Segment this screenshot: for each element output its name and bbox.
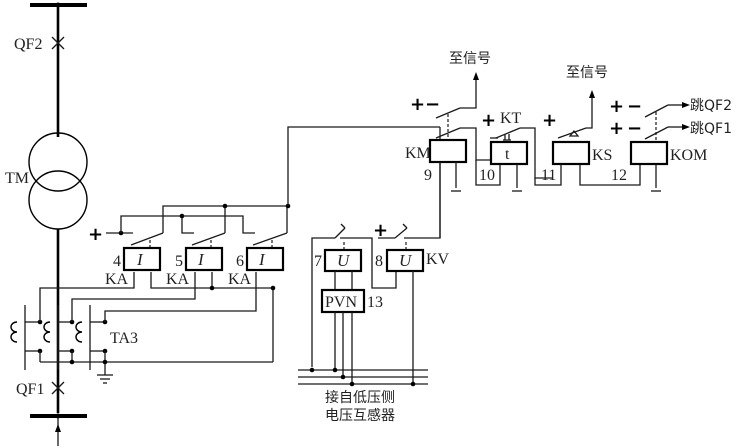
trip-qf1: 跳QF1 xyxy=(690,121,732,137)
plus-sign-kv: + xyxy=(373,220,388,241)
relay-8-number: 8 xyxy=(375,253,383,270)
ct-secondary-wiring xyxy=(39,272,276,362)
signal-arrow-icon-2 xyxy=(589,90,595,98)
kom-number: 12 xyxy=(611,167,627,184)
to-signal-2: 至信号 xyxy=(566,65,608,81)
kom-name: KOM xyxy=(670,147,707,164)
kt-relay-10: + KT t 10 xyxy=(475,110,552,192)
pvn-block: PVN 13 xyxy=(320,271,383,384)
relay-5-number: 5 xyxy=(175,253,183,270)
current-relay-6: I 6 KA xyxy=(228,232,288,288)
ks-number: 11 xyxy=(541,167,556,184)
plus-sign-km: + xyxy=(410,94,425,115)
breaker-qf1-symbol xyxy=(51,381,65,395)
feed-arrow-icon xyxy=(55,424,61,432)
plus-sign-kom-1: + xyxy=(609,96,624,117)
voltage-relay-group: U 7 + U 8 KV PVN 13 xyxy=(298,127,450,424)
voltage-relay-7: U 7 xyxy=(311,223,397,367)
ground-icon xyxy=(97,374,113,384)
relay-4-symbol: I xyxy=(136,250,144,269)
kt-symbol: t xyxy=(505,146,510,163)
to-signal-1: 至信号 xyxy=(449,51,491,67)
minus-sign-kom-2: − xyxy=(627,118,642,139)
plus-sign-kt: + xyxy=(481,110,496,131)
trip-arrow-icon-2 xyxy=(682,124,690,130)
relay-6-number: 6 xyxy=(236,253,244,270)
breaker-qf2-label: QF2 xyxy=(14,36,42,53)
km-name: KM xyxy=(405,145,431,162)
plus-sign-kom-2: + xyxy=(609,118,624,139)
current-transformers-ta3: TA3 xyxy=(10,305,273,384)
relay-7-number: 7 xyxy=(314,253,322,270)
ks-relay-11: + 至信号 KS 11 xyxy=(534,65,641,186)
current-relay-group: + I 4 KA I 5 KA xyxy=(88,126,440,288)
primary-circuit: QF2 TM QF1 xyxy=(5,2,88,446)
trip-arrow-icon-1 xyxy=(682,102,690,108)
plus-sign-ks: + xyxy=(542,110,557,131)
relay-8-name: KV xyxy=(426,251,450,268)
minus-sign-kom-1: − xyxy=(627,96,642,117)
relay-6-name: KA xyxy=(228,271,252,288)
pvn-label: PVN xyxy=(325,294,357,311)
vt-note-line2: 电压互感器 xyxy=(325,407,395,424)
breaker-qf2-symbol xyxy=(51,36,65,50)
km-relay-9: + − 至信号 KM 9 xyxy=(405,51,491,238)
current-relay-4: I 4 KA xyxy=(105,232,164,288)
flag-icon xyxy=(568,129,580,137)
relay-5-symbol: I xyxy=(197,250,205,269)
current-relay-5: I 5 KA xyxy=(166,232,226,288)
kt-number: 10 xyxy=(479,167,495,184)
relay-6-symbol: I xyxy=(258,250,266,269)
ks-name: KS xyxy=(592,147,612,164)
ct-ta3-label: TA3 xyxy=(110,330,138,347)
pvn-number: 13 xyxy=(367,294,383,311)
relay-7-symbol: U xyxy=(337,251,351,270)
kom-relay-12: + − + − 跳QF2 跳QF1 KOM 12 xyxy=(609,96,732,192)
km-number: 9 xyxy=(424,167,432,184)
relay-8-symbol: U xyxy=(399,251,413,270)
kt-name: KT xyxy=(500,110,522,127)
vt-note-line1: 接自低压侧 xyxy=(325,389,395,406)
vt-bus-lines xyxy=(298,367,428,387)
relay-4-name: KA xyxy=(105,271,129,288)
transformer-tm-label: TM xyxy=(5,170,29,187)
trip-qf2: 跳QF2 xyxy=(690,98,732,114)
minus-sign-km: − xyxy=(425,94,440,115)
transformer-tm-symbol xyxy=(28,132,88,230)
relay-4-number: 4 xyxy=(113,253,121,270)
voltage-relay-8: + U 8 KV xyxy=(373,127,450,384)
relay-5-name: KA xyxy=(166,271,190,288)
plus-sign: + xyxy=(88,224,103,245)
signal-arrow-icon xyxy=(473,72,479,80)
breaker-qf1-label: QF1 xyxy=(16,381,44,398)
time-delay-icon xyxy=(503,134,511,141)
